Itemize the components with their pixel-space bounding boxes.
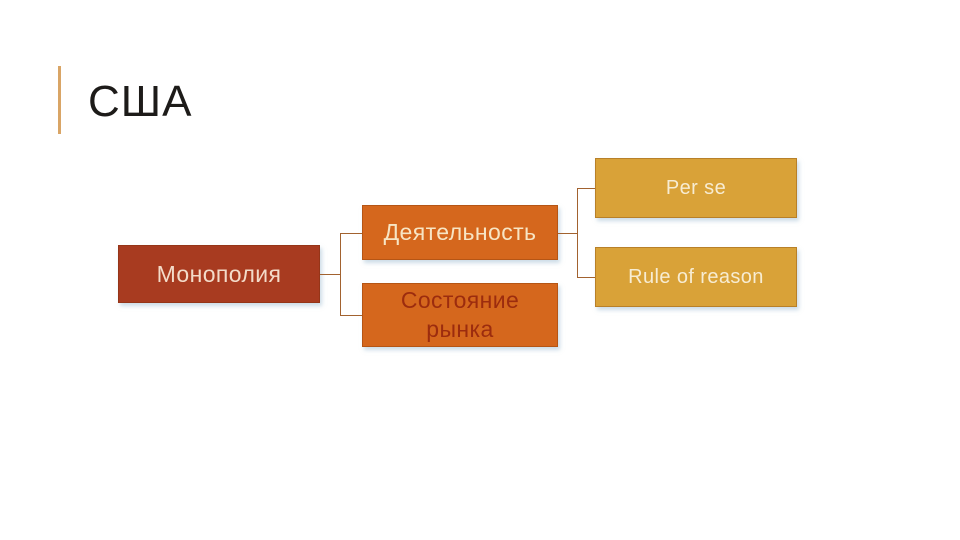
connector-activity-trunk	[558, 233, 577, 234]
title-accent-line	[58, 66, 61, 134]
connector-monopoly-branch	[340, 233, 341, 315]
node-market-state[interactable]: Состояние рынка	[362, 283, 558, 347]
node-rule-of-reason[interactable]: Rule of reason	[595, 247, 797, 307]
connector-to-market-state	[340, 315, 362, 316]
node-activity[interactable]: Деятельность	[362, 205, 558, 260]
node-rule-of-reason-label: Rule of reason	[628, 265, 764, 288]
connector-to-per-se	[577, 188, 595, 189]
node-per-se-label: Per se	[665, 176, 727, 199]
connector-to-activity	[340, 233, 362, 234]
node-activity-label: Деятельность	[383, 219, 537, 246]
connector-to-rule-of-reason	[577, 277, 595, 278]
slide-title: США	[88, 77, 193, 126]
connector-monopoly-trunk	[320, 274, 340, 275]
node-monopoly-label: Монополия	[156, 260, 282, 287]
node-market-state-label: Состояние рынка	[400, 287, 520, 342]
connector-activity-branch	[577, 188, 578, 277]
node-per-se[interactable]: Per se	[595, 158, 797, 218]
node-monopoly[interactable]: Монополия	[118, 245, 320, 303]
